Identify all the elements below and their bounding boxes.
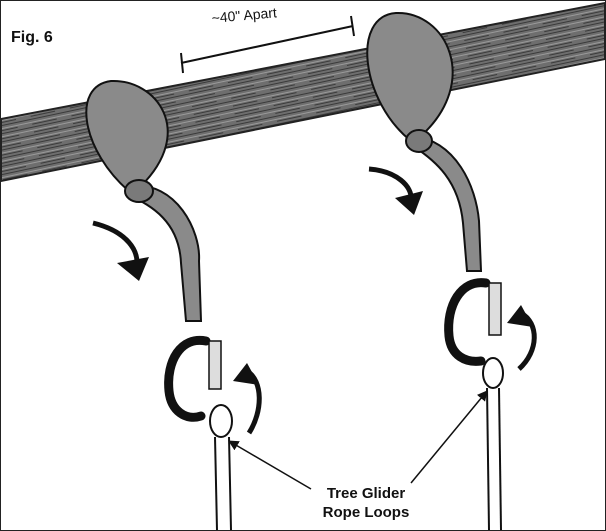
dimension-arrow xyxy=(180,15,355,74)
callout-line-1: Tree Glider xyxy=(326,485,406,502)
right-carabiner xyxy=(444,278,502,366)
curved-arrow-right-carabiner xyxy=(507,305,537,371)
callout-line-2: Rope Loops xyxy=(322,504,410,521)
curved-arrow-left-carabiner xyxy=(233,363,262,435)
right-tree-strap xyxy=(366,11,483,272)
leader-arrow-left xyxy=(228,440,312,490)
left-rope-loop xyxy=(209,404,233,530)
curved-arrow-left-strap xyxy=(92,220,149,281)
figure-label: Fig. 6 xyxy=(11,29,53,46)
right-rope-loop xyxy=(482,357,504,530)
rope-loops-callout: Tree Glider Rope Loops xyxy=(306,484,426,522)
left-carabiner xyxy=(164,335,222,422)
curved-arrow-right-strap xyxy=(368,166,423,215)
leader-arrow-right xyxy=(410,390,488,484)
left-tree-strap xyxy=(85,79,203,322)
